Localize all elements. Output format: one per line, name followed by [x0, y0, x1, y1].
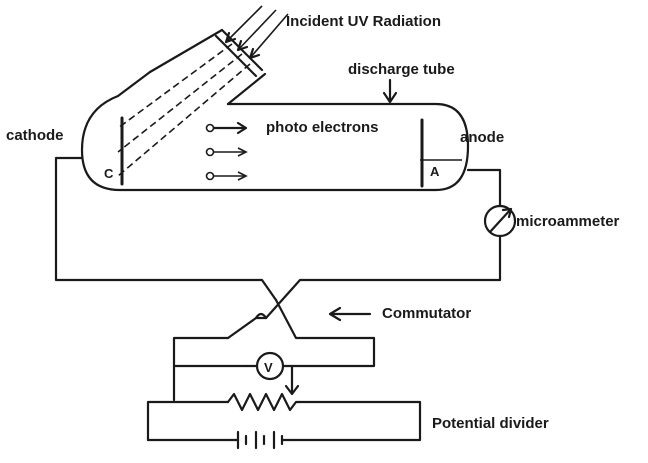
uv-ray-arrow-icon: [236, 39, 249, 52]
photoelectron-arrows: [205, 121, 248, 181]
photo-electrons-label: photo electrons: [266, 119, 379, 136]
potential-divider-label: Potential divider: [432, 415, 549, 432]
needle-arrow-icon: [488, 208, 512, 234]
commutator-left-blade: [226, 316, 268, 340]
commutator-pointer: [328, 306, 372, 322]
slider-arrow-icon: [284, 384, 300, 396]
anode-label: anode: [460, 129, 504, 146]
incident-uv-label: Incident UV Radiation: [286, 13, 441, 30]
voltmeter-letter: V: [264, 360, 273, 375]
electron-icon: [205, 123, 215, 133]
cathode-label: cathode: [6, 127, 64, 144]
electron-icon: [205, 147, 215, 157]
discharge-tube-pointer: [382, 78, 398, 104]
battery-cells: [230, 430, 292, 450]
quartz-window-tube: [148, 28, 267, 106]
electron-icon: [205, 171, 215, 181]
rheostat-resistor: [226, 392, 302, 412]
uv-ray-arrow-icon: [248, 47, 261, 60]
cathode-letter: C: [104, 166, 114, 181]
uv-rays: [224, 5, 289, 60]
uv-ray-arrow-icon: [224, 31, 237, 44]
commutator-right-blade: [274, 298, 376, 340]
voltmeter: V: [246, 351, 314, 381]
discharge-tube: [80, 70, 470, 192]
anode-letter: A: [430, 164, 440, 179]
discharge-tube-label: discharge tube: [348, 61, 455, 78]
uv-beam-paths: [117, 43, 251, 177]
circuit-wires: [54, 156, 502, 442]
microammeter-gauge: [483, 204, 517, 238]
commutator-label: Commutator: [382, 305, 471, 322]
microammeter-label: microammeter: [516, 213, 620, 230]
